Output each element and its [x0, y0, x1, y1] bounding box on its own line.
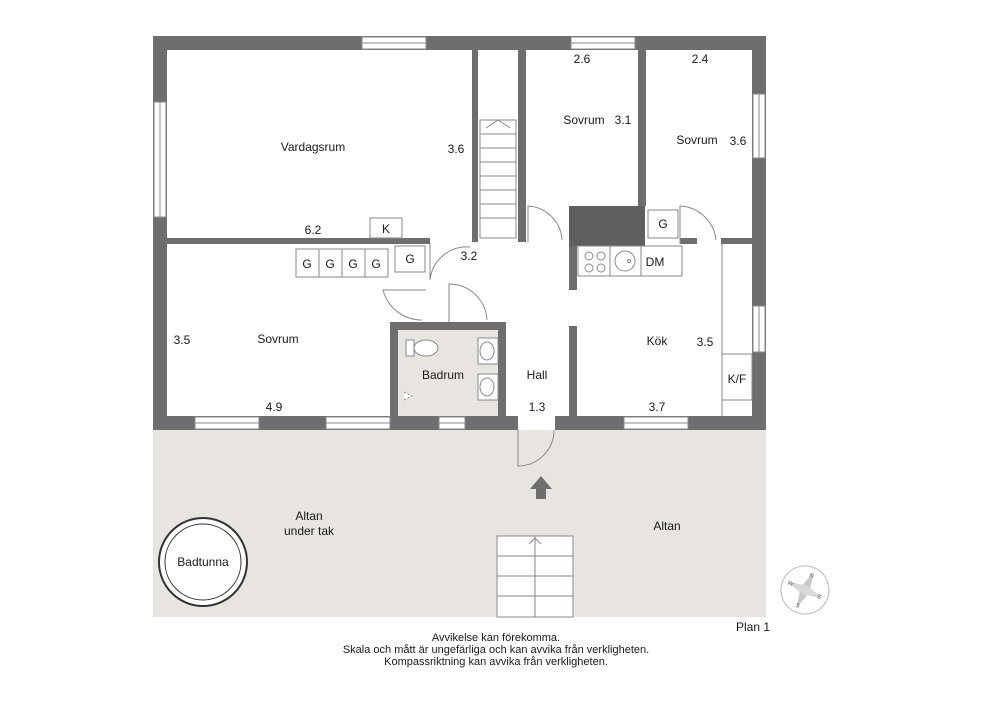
- label-g-3: G: [348, 257, 357, 271]
- kf-cabinet: [721, 244, 753, 416]
- label-g-1: G: [302, 257, 311, 271]
- room-label-vardagsrum: Vardagsrum: [281, 140, 345, 154]
- label-g-2: G: [325, 257, 334, 271]
- plan-label: Plan 1: [736, 620, 771, 634]
- disclaimer-line-2: Skala och mått är ungefärliga och kan av…: [342, 644, 650, 656]
- room-label-altan: Altan: [653, 519, 680, 533]
- wardrobes: [295, 209, 679, 278]
- disclaimer: Avvikelse kan förekomma. Skala och mått …: [296, 632, 696, 668]
- dim-sovrum-right-width: 2.4: [692, 52, 709, 66]
- disclaimer-line-1: Avvikelse kan förekomma.: [431, 632, 561, 644]
- compass-n: N: [808, 573, 814, 580]
- dim-sovrum-middle-depth: 3.1: [615, 113, 632, 127]
- label-g-6: G: [658, 217, 667, 231]
- terrace-stairs: [496, 535, 574, 618]
- room-label-badrum: Badrum: [422, 368, 464, 382]
- dim-kok-depth: 3.5: [697, 335, 714, 349]
- staircase: [479, 119, 517, 239]
- label-k: K: [382, 222, 390, 236]
- door-swings: [382, 205, 717, 467]
- dim-sovrum-right-depth: 3.6: [730, 134, 747, 148]
- room-label-sovrum-right: Sovrum: [676, 133, 717, 147]
- entrance-arrow-icon: [530, 476, 552, 499]
- dim-hall-depth: 3.2: [461, 249, 478, 263]
- label-g-5: G: [405, 252, 414, 266]
- compass-e: E: [816, 594, 822, 601]
- room-label-hall: Hall: [527, 368, 548, 382]
- compass-icon: N S E W: [780, 565, 830, 615]
- kitchen-counter: [577, 245, 683, 277]
- altan-area: [153, 430, 766, 617]
- room-label-altan-covered-1: Altan: [295, 509, 322, 523]
- label-kf: K/F: [728, 372, 747, 386]
- dim-hall-width: 1.3: [529, 400, 546, 414]
- entrance-gap: [518, 416, 555, 430]
- hot-tub: [158, 517, 248, 607]
- dim-sovrum-middle-width: 2.6: [574, 52, 591, 66]
- dim-kok-width: 3.7: [649, 400, 666, 414]
- window-lines: [159, 42, 760, 424]
- compass-s: S: [794, 603, 800, 610]
- room-label-sovrum-left: Sovrum: [257, 332, 298, 346]
- room-label-altan-covered-2: under tak: [284, 524, 335, 538]
- interior-walls: [167, 50, 752, 416]
- dim-vardagsrum-depth: 3.6: [448, 142, 465, 156]
- dim-vardagsrum-width: 6.2: [305, 223, 322, 237]
- room-label-sovrum-middle: Sovrum: [563, 113, 604, 127]
- room-label-kok: Kök: [647, 334, 669, 348]
- bathroom-fixtures: [403, 337, 499, 401]
- compass-w: W: [786, 580, 794, 588]
- dim-sovrum-left-depth: 3.5: [174, 333, 191, 347]
- label-badtunna: Badtunna: [177, 555, 229, 569]
- disclaimer-line-3: Kompassriktning kan avvika från verkligh…: [384, 656, 608, 668]
- dim-sovrum-left-width: 4.9: [266, 400, 283, 414]
- label-g-4: G: [371, 257, 380, 271]
- label-dm: DM: [646, 255, 665, 269]
